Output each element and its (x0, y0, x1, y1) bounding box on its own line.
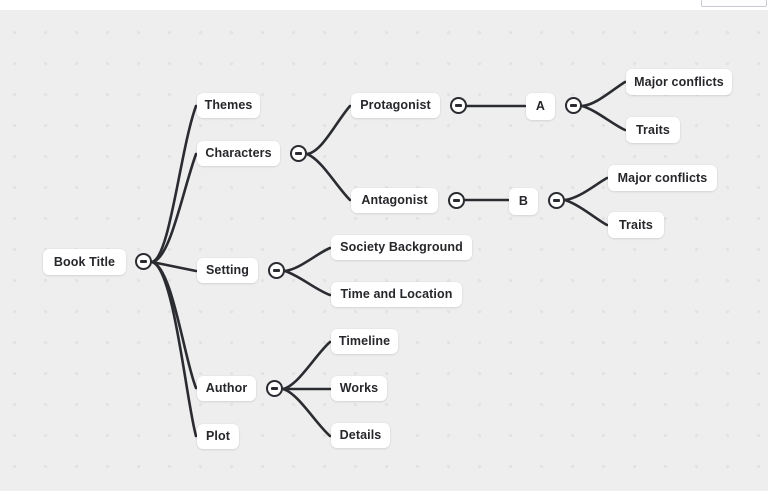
collapse-toggle-author[interactable] (266, 380, 283, 397)
top-chrome-strip (0, 0, 768, 10)
node-book-title[interactable]: Book Title (43, 249, 126, 275)
edge-group-a-to-a-traits (580, 104, 627, 132)
edge-author-to-timeline (281, 340, 332, 391)
edge-characters-to-protagonist (305, 104, 352, 156)
edge-setting-to-society-background (283, 246, 332, 273)
node-characters[interactable]: Characters (197, 141, 280, 166)
collapse-toggle-book-title[interactable] (135, 253, 152, 270)
collapse-toggle-setting[interactable] (268, 262, 285, 279)
edge-characters-to-antagonist (305, 152, 352, 202)
node-label: Book Title (53, 254, 116, 269)
node-label: Details (339, 428, 382, 443)
node-label: Major conflicts (634, 74, 724, 89)
node-timeline[interactable]: Timeline (331, 329, 398, 354)
node-label: Society Background (340, 240, 463, 255)
minus-circle-icon (453, 199, 460, 202)
minus-circle-icon (295, 152, 302, 155)
edge-book-title-to-themes (150, 104, 198, 264)
collapse-toggle-group-b[interactable] (548, 192, 565, 209)
node-label: Works (339, 381, 379, 396)
node-label: Traits (636, 122, 670, 137)
node-label: Author (205, 381, 248, 396)
toolbar-widget[interactable] (701, 0, 767, 7)
collapse-toggle-group-a[interactable] (565, 97, 582, 114)
node-b-major-conflicts[interactable]: Major conflicts (608, 165, 717, 191)
node-b-traits[interactable]: Traits (608, 212, 664, 238)
node-protagonist[interactable]: Protagonist (351, 93, 440, 118)
collapse-toggle-characters[interactable] (290, 145, 307, 162)
node-author[interactable]: Author (197, 376, 256, 401)
node-label: Antagonist (361, 193, 428, 208)
edge-author-to-details (281, 387, 332, 438)
node-themes[interactable]: Themes (197, 93, 260, 118)
edge-book-title-to-setting (150, 260, 198, 273)
node-society-background[interactable]: Society Background (331, 235, 472, 260)
node-label: Protagonist (360, 98, 431, 113)
node-label: Characters (205, 146, 272, 161)
edge-group-a-to-a-major-conflicts (580, 80, 627, 108)
node-group-a[interactable]: A (526, 93, 555, 120)
edge-group-b-to-b-traits (563, 198, 609, 227)
node-plot[interactable]: Plot (197, 424, 239, 449)
node-label: Themes (204, 98, 253, 113)
minus-circle-icon (273, 269, 280, 272)
node-a-traits[interactable]: Traits (626, 117, 680, 143)
node-antagonist[interactable]: Antagonist (351, 188, 438, 213)
node-label: B (518, 194, 529, 209)
minus-circle-icon (271, 387, 278, 390)
node-a-major-conflicts[interactable]: Major conflicts (626, 69, 732, 95)
edge-book-title-to-plot (150, 260, 198, 438)
node-label: Major conflicts (617, 170, 708, 185)
edge-book-title-to-characters (150, 152, 198, 264)
minus-circle-icon (570, 104, 577, 107)
minus-circle-icon (455, 104, 462, 107)
node-group-b[interactable]: B (509, 188, 538, 215)
edge-group-b-to-b-major-conflicts (563, 176, 609, 202)
collapse-toggle-protagonist[interactable] (450, 97, 467, 114)
node-setting[interactable]: Setting (197, 258, 258, 283)
node-label: Time and Location (340, 287, 453, 302)
node-works[interactable]: Works (331, 376, 387, 401)
collapse-toggle-antagonist[interactable] (448, 192, 465, 209)
edge-book-title-to-author (150, 260, 198, 390)
node-label: A (535, 99, 546, 114)
node-details[interactable]: Details (331, 423, 390, 448)
node-time-and-location[interactable]: Time and Location (331, 282, 462, 307)
minus-circle-icon (140, 260, 147, 263)
node-label: Timeline (338, 334, 391, 349)
minus-circle-icon (553, 199, 560, 202)
node-label: Setting (205, 263, 250, 278)
edge-setting-to-time-and-location (283, 269, 332, 297)
node-label: Plot (205, 429, 230, 444)
node-label: Traits (619, 217, 653, 232)
